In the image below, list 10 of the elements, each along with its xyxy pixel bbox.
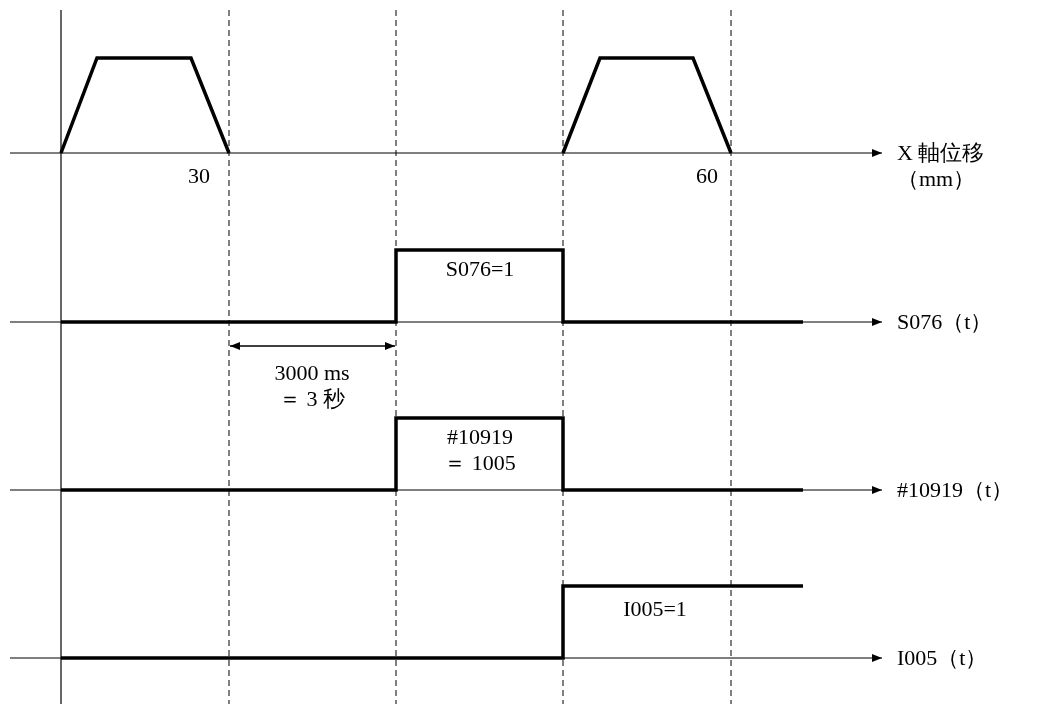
signal-label: #10919 ＝ 1005 — [443, 424, 517, 476]
tick-label: 60 — [696, 163, 718, 189]
axis-label: X 軸位移（mm） — [897, 140, 986, 192]
axis-label: #10919（t） — [897, 477, 1015, 503]
axis-label: I005（t） — [897, 645, 989, 671]
signal-label: I005=1 — [622, 596, 688, 622]
signal-label: S076=1 — [444, 256, 516, 282]
dimension-label: 3000 ms ＝ 3 秒 — [273, 360, 351, 412]
tick-label: 30 — [188, 163, 210, 189]
axis-label: S076（t） — [897, 309, 994, 335]
